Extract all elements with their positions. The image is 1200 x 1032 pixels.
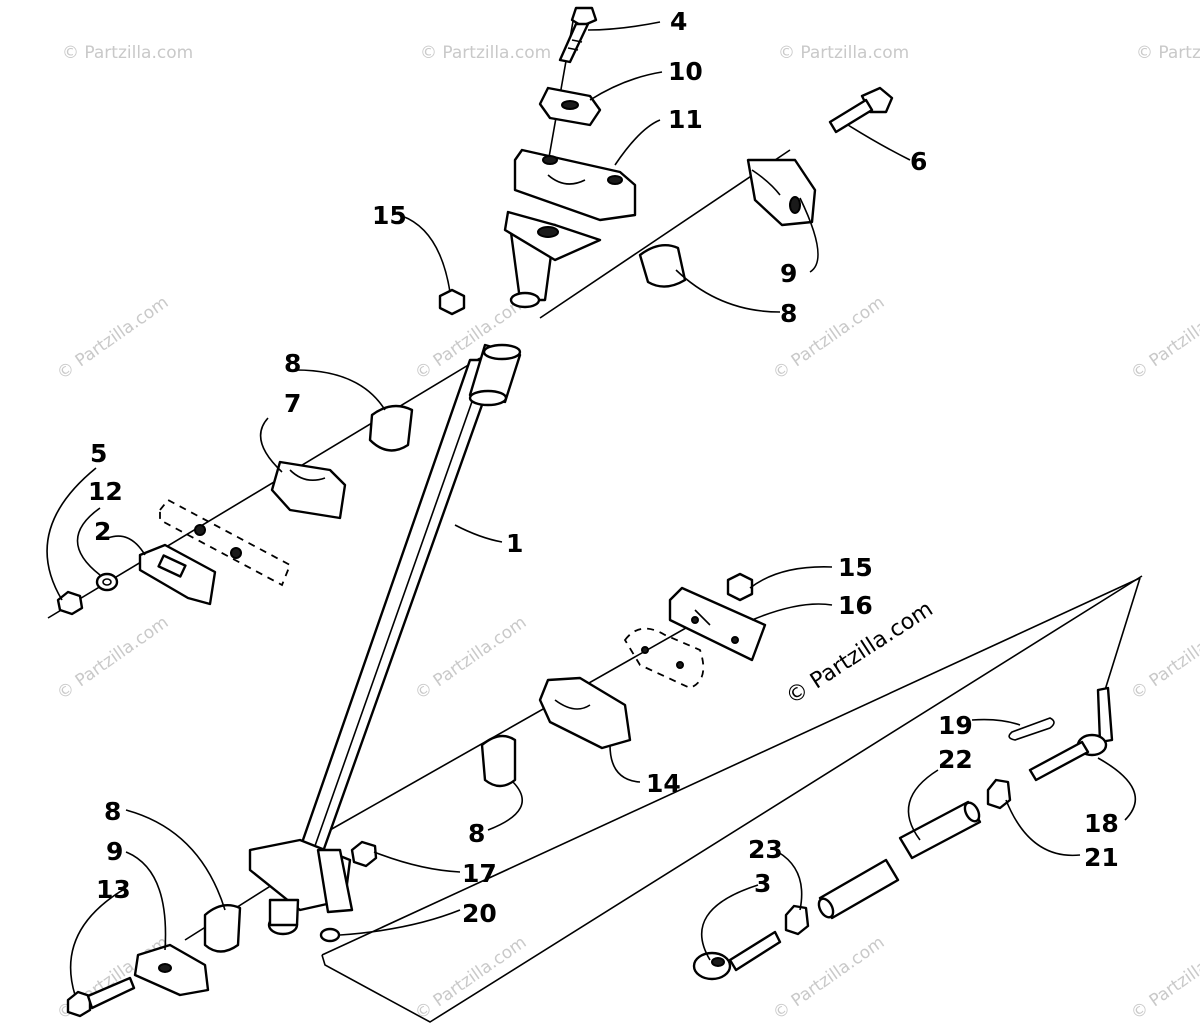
nut-upper bbox=[438, 288, 466, 316]
callout-label: 2 bbox=[94, 517, 111, 546]
callout-label: 4 bbox=[670, 7, 687, 36]
watermark: © Partzilla.com bbox=[411, 612, 530, 704]
callout-label: 1 bbox=[506, 529, 523, 558]
bolt-lower bbox=[66, 976, 136, 1018]
leader-lines bbox=[46, 21, 1136, 996]
assembly-lines bbox=[47, 9, 1143, 1023]
watermark: © Partzilla.com bbox=[1136, 43, 1200, 63]
watermark: © Partzilla.com bbox=[53, 292, 172, 384]
dashed-mount-plate-right bbox=[623, 627, 705, 689]
callout-label: 5 bbox=[90, 439, 107, 468]
mount-plate-right bbox=[668, 586, 767, 662]
callout-label: 8 bbox=[284, 349, 301, 378]
tie-rod-upper-line bbox=[321, 577, 1141, 956]
bolt-top bbox=[558, 6, 598, 64]
watermark: © Partzilla.com bbox=[778, 43, 909, 63]
bushing-upper-right bbox=[638, 244, 687, 288]
callout-labels: 4 10 11 6 15 9 8 8 7 5 12 2 1 15 16 14 8… bbox=[88, 7, 1119, 928]
upper-bearing-block bbox=[513, 148, 637, 222]
left-bearing-block bbox=[270, 460, 347, 520]
shaft-collar bbox=[468, 389, 508, 407]
cotter-pin bbox=[1008, 717, 1055, 741]
callout-label: 15 bbox=[838, 553, 873, 582]
callout-label: 19 bbox=[938, 711, 973, 740]
axis-line-upper-right bbox=[539, 149, 791, 319]
right-bearing-cap bbox=[746, 158, 817, 227]
washer-left bbox=[95, 572, 119, 592]
nut-left bbox=[56, 590, 84, 616]
callout-label: 9 bbox=[106, 837, 123, 866]
callout-label: 18 bbox=[1084, 809, 1119, 838]
callout-label: 10 bbox=[668, 57, 703, 86]
callout-label: 13 bbox=[96, 875, 131, 904]
watermark: © Partzilla.com bbox=[411, 932, 530, 1024]
tie-rod-tube-lower bbox=[817, 858, 900, 920]
callout-label: 16 bbox=[838, 591, 873, 620]
watermark: © Partzilla.com bbox=[420, 43, 551, 63]
callout-label: 17 bbox=[462, 859, 497, 888]
dashed-mount-plate-left bbox=[159, 498, 292, 587]
callout-label: 8 bbox=[104, 797, 121, 826]
tie-rod-bracket-line bbox=[321, 575, 1143, 1023]
callout-label: 12 bbox=[88, 477, 123, 506]
watermark: © Partzilla.com bbox=[1127, 292, 1200, 384]
jam-nut-left bbox=[784, 904, 810, 936]
callout-label: 21 bbox=[1084, 843, 1119, 872]
bolt-right bbox=[828, 86, 894, 134]
watermark: © Partzilla.com bbox=[1127, 612, 1200, 704]
watermark: © Partzilla.com bbox=[1127, 932, 1200, 1024]
bolt-shank bbox=[558, 22, 590, 64]
nut-lower bbox=[350, 840, 378, 868]
upper-cap-block bbox=[538, 86, 602, 127]
left-mount-bracket bbox=[138, 543, 217, 606]
callout-label: 22 bbox=[938, 745, 973, 774]
watermark: © Partzilla.com bbox=[769, 932, 888, 1024]
bushing-middle bbox=[480, 734, 517, 788]
bolt-shank bbox=[828, 98, 874, 134]
bushing-lower bbox=[203, 904, 242, 953]
nut-middle bbox=[726, 572, 754, 602]
lower-bearing-cap bbox=[133, 943, 210, 997]
watermark: © Partzilla.com bbox=[53, 612, 172, 704]
callout-label: 15 bbox=[372, 201, 407, 230]
callout-label: 8 bbox=[468, 819, 485, 848]
callout-label: 14 bbox=[646, 769, 681, 798]
washer-lower bbox=[319, 927, 341, 943]
shaft-collar bbox=[482, 343, 522, 361]
tie-rod-end-upper bbox=[1028, 686, 1114, 782]
tie-rod-end-lower bbox=[692, 930, 782, 981]
callout-label: 20 bbox=[462, 899, 497, 928]
steering-post bbox=[248, 210, 602, 936]
callout-label: 9 bbox=[780, 259, 797, 288]
callout-label: 3 bbox=[754, 869, 771, 898]
watermark: © Partzilla.com bbox=[62, 43, 193, 63]
callout-label: 23 bbox=[748, 835, 783, 864]
middle-bearing-block bbox=[538, 676, 632, 750]
bolt-head bbox=[570, 6, 598, 28]
callout-label: 6 bbox=[910, 147, 927, 176]
jam-nut-right bbox=[986, 778, 1012, 810]
axis-line-lower-middle bbox=[329, 619, 701, 831]
plate-hole bbox=[537, 226, 559, 238]
axis-line-upper-left bbox=[47, 357, 481, 619]
tie-rod-end-line bbox=[1104, 577, 1141, 691]
callout-label: 11 bbox=[668, 105, 703, 134]
callout-label: 7 bbox=[284, 389, 301, 418]
tie-rod-tube-upper bbox=[898, 800, 982, 860]
lower-bracket-gusset bbox=[316, 848, 354, 914]
callout-label: 8 bbox=[780, 299, 797, 328]
bushing-upper-left bbox=[368, 404, 414, 452]
